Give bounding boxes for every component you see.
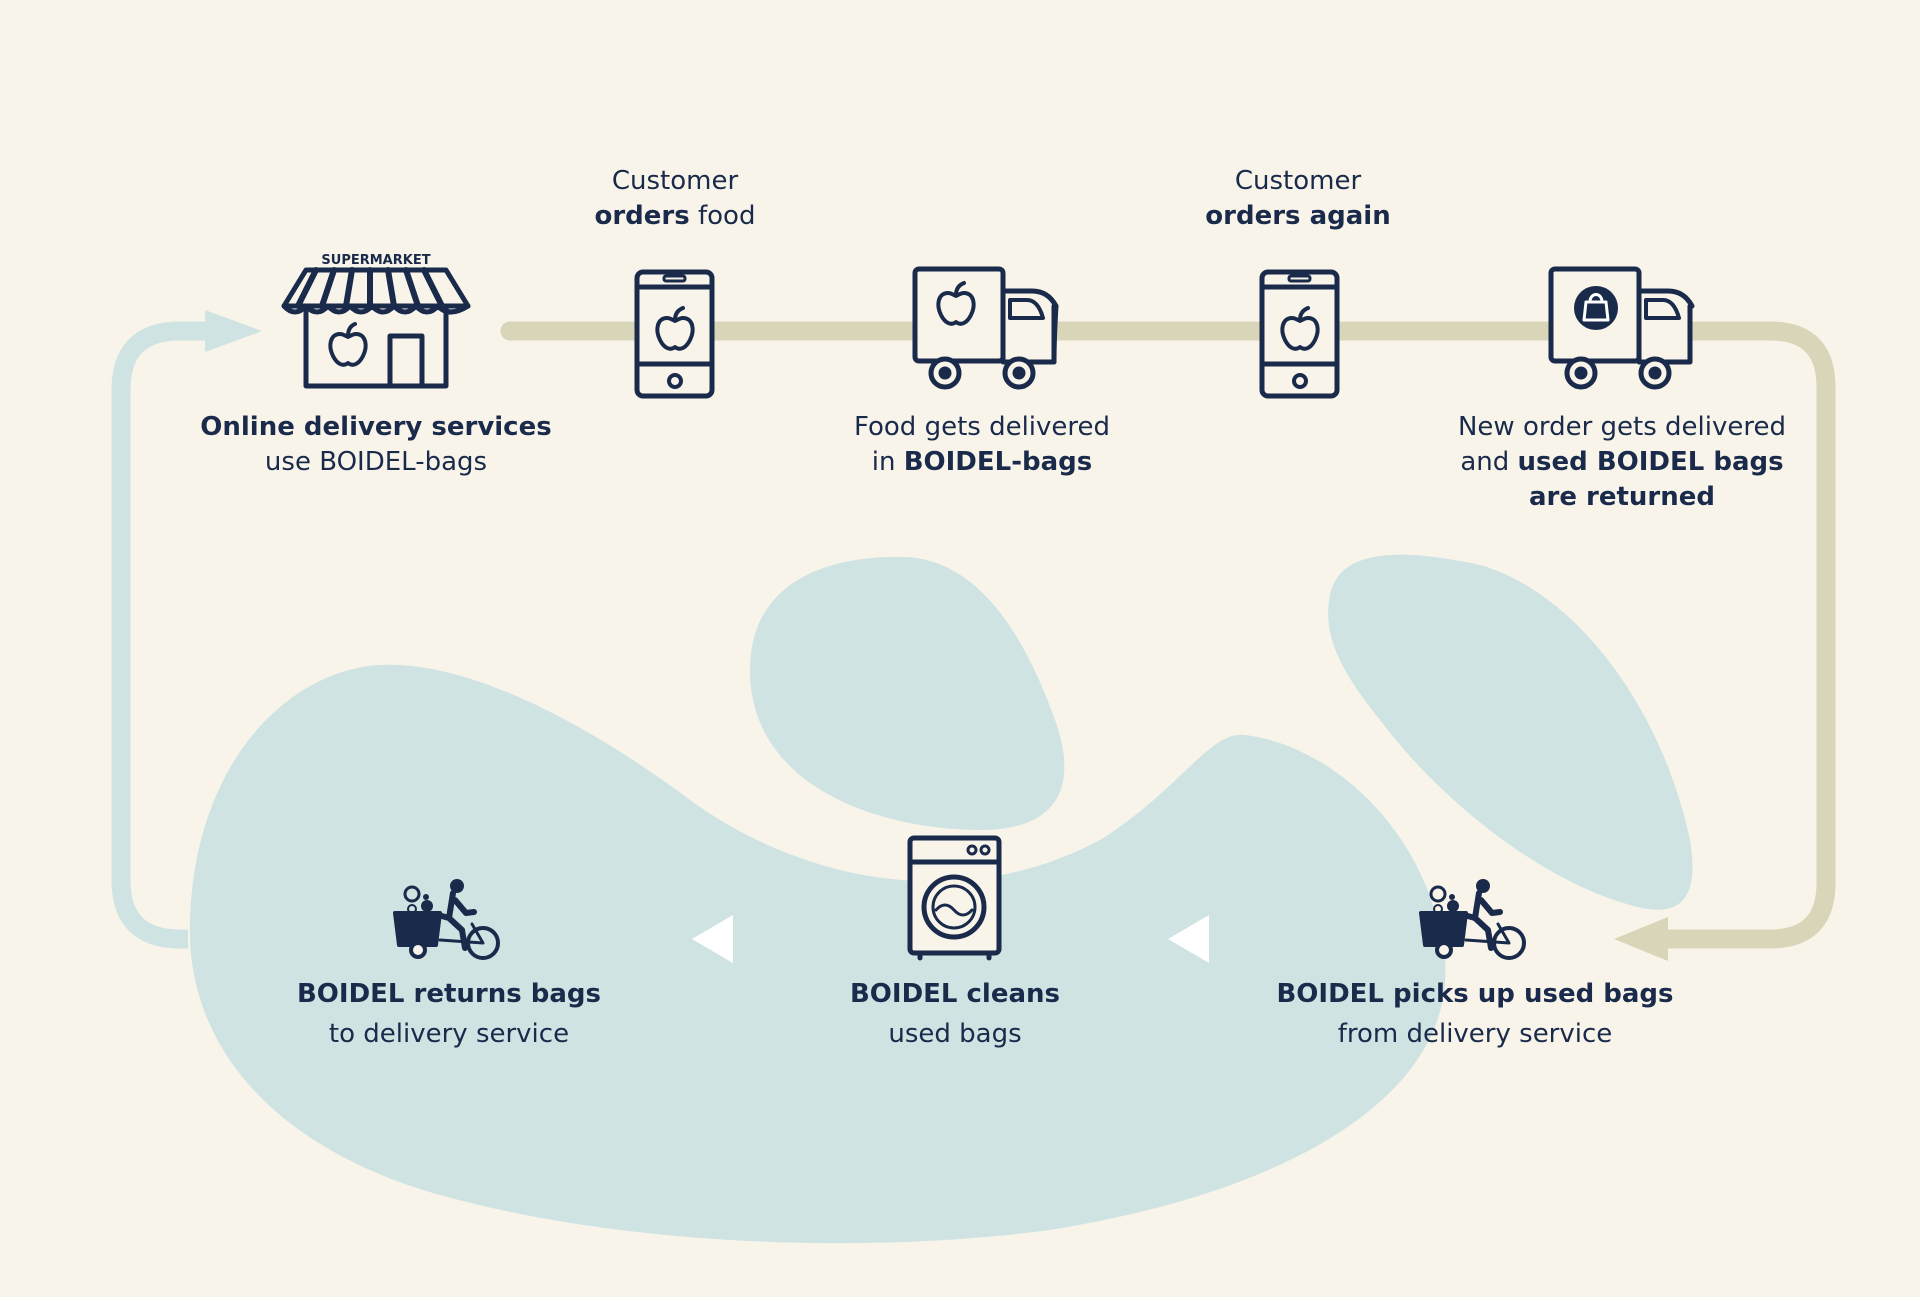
customer-orders-again-label: Customer orders again xyxy=(1148,164,1448,234)
customer-orders-again-line1: Customer xyxy=(1234,166,1362,196)
boidel-pickup-title: BOIDEL picks up used bags xyxy=(1276,979,1674,1009)
supermarket-icon: SUPERMARKET xyxy=(281,253,471,389)
flow-arrow-left-1 xyxy=(1168,915,1209,963)
new-order-line3: are returned xyxy=(1528,482,1716,512)
boidel-returns-label: BOIDEL returns bags to delivery service xyxy=(289,974,609,1054)
food-delivered-line1: Food gets delivered xyxy=(853,412,1111,442)
boidel-pickup-label: BOIDEL picks up used bags from delivery … xyxy=(1255,974,1695,1054)
smartphone-icon-2 xyxy=(1259,269,1340,399)
step-online-delivery-title: Online delivery services xyxy=(200,412,552,442)
new-order-pre: and xyxy=(1460,447,1518,477)
boidel-cleans-title: BOIDEL cleans xyxy=(849,979,1061,1009)
step-online-delivery-subtitle: use BOIDEL-bags xyxy=(264,447,488,477)
customer-orders-line1: Customer xyxy=(611,166,739,196)
customer-orders-bold: orders xyxy=(594,201,690,231)
flow-arrow-left-2 xyxy=(692,915,733,963)
right-blob xyxy=(1328,554,1693,910)
food-delivered-pre: in xyxy=(871,447,904,477)
boidel-returns-subtitle: to delivery service xyxy=(328,1019,570,1049)
new-order-label: New order gets delivered and used BOIDEL… xyxy=(1397,410,1847,515)
delivery-truck-icon-1 xyxy=(912,266,1059,390)
boidel-pickup-subtitle: from delivery service xyxy=(1337,1019,1613,1049)
forward-path xyxy=(500,321,1836,949)
forward-arrow-head xyxy=(1614,917,1668,961)
new-order-line1: New order gets delivered xyxy=(1457,412,1787,442)
customer-orders-again-bold: orders again xyxy=(1205,201,1391,231)
large-blob xyxy=(189,664,1446,1244)
washing-machine-icon xyxy=(907,835,1002,961)
return-path xyxy=(111,321,215,949)
return-arrow-head xyxy=(205,310,262,352)
middle-blob xyxy=(750,556,1065,830)
boidel-returns-title: BOIDEL returns bags xyxy=(296,979,602,1009)
supermarket-sign: SUPERMARKET xyxy=(321,253,430,268)
new-order-bold: used BOIDEL bags xyxy=(1517,447,1784,477)
step-online-delivery-label: Online delivery services use BOIDEL-bags xyxy=(176,410,576,480)
food-delivered-bold: BOIDEL-bags xyxy=(903,447,1093,477)
boidel-cleans-subtitle: used bags xyxy=(888,1019,1022,1049)
food-delivered-label: Food gets delivered in BOIDEL-bags xyxy=(782,410,1182,480)
smartphone-icon-1 xyxy=(634,269,715,399)
cargo-bike-icon-return xyxy=(393,879,500,960)
customer-orders-label: Customer orders food xyxy=(525,164,825,234)
cargo-bike-icon-pickup xyxy=(1419,879,1526,960)
customer-orders-normal: food xyxy=(689,201,756,231)
delivery-truck-icon-2 xyxy=(1548,266,1695,390)
boidel-cleans-label: BOIDEL cleans used bags xyxy=(805,974,1105,1054)
